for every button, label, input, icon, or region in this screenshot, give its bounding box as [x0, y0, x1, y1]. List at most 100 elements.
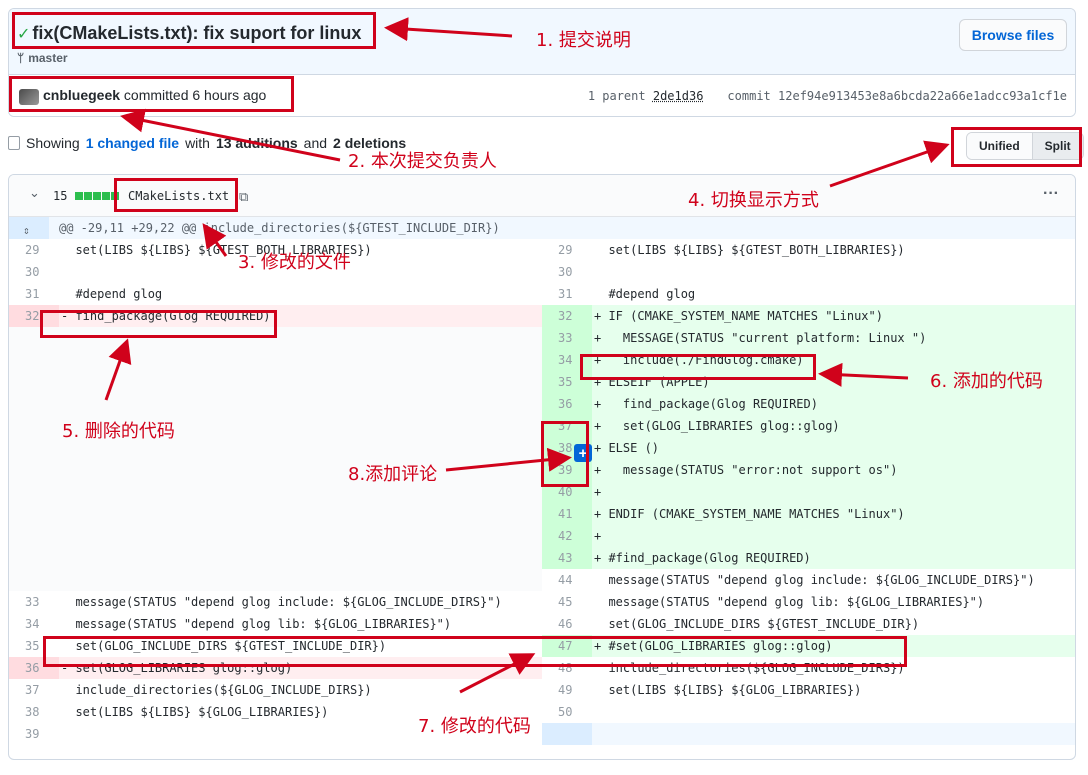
left-code-line	[59, 569, 542, 591]
copy-icon[interactable]: ⧉	[239, 189, 249, 204]
chevron-down-icon[interactable]: ⌄	[29, 185, 40, 200]
branch-name[interactable]: master	[28, 51, 68, 65]
unfold-icon[interactable]: ⇕	[23, 224, 30, 237]
right-code-line: #depend glog	[592, 283, 1075, 305]
diffstat-block	[75, 192, 83, 200]
left-code-line: set(GLOG_INCLUDE_DIRS ${GTEST_INCLUDE_DI…	[59, 635, 542, 657]
parent-sha-link[interactable]: 2de1d36	[652, 89, 704, 103]
diff-row: 41+ ENDIF (CMAKE_SYSTEM_NAME MATCHES "Li…	[9, 503, 1075, 525]
annotation-box-added	[580, 354, 816, 380]
left-line-number[interactable]	[9, 415, 59, 437]
commit-title-bar: ✓ fix(CMakeLists.txt): fix suport for li…	[9, 9, 1075, 75]
commit-sha: 12ef94e913453e8a6bcda22a66e1adcc93a1cf1e	[778, 89, 1067, 103]
committed-time: committed 6 hours ago	[123, 87, 267, 103]
right-line-number[interactable]: 43	[542, 547, 592, 569]
right-line-number[interactable]: 41	[542, 503, 592, 525]
right-code-line	[592, 723, 1075, 745]
right-line-number[interactable]	[542, 723, 592, 745]
annotation-6: 6. 添加的代码	[930, 371, 1043, 392]
author-link[interactable]: cnbluegeek	[43, 87, 121, 103]
commit-refs: 1 parent 2de1d36 commit 12ef94e913453e8a…	[588, 89, 1067, 103]
left-line-number[interactable]	[9, 349, 59, 371]
right-code-line: + ENDIF (CMAKE_SYSTEM_NAME MATCHES "Linu…	[592, 503, 1075, 525]
git-branch-icon: ᛘ	[17, 51, 25, 65]
right-code-line: +	[592, 481, 1075, 503]
right-line-number[interactable]: 30	[542, 261, 592, 283]
left-code-line: #depend glog	[59, 283, 542, 305]
left-line-number[interactable]	[9, 547, 59, 569]
right-line-number[interactable]: 47	[542, 635, 592, 657]
annotation-box-modified	[43, 636, 907, 667]
annotation-box-author	[9, 76, 294, 112]
left-line-number[interactable]: 31	[9, 283, 59, 305]
diff-row: 39	[9, 723, 1075, 745]
parent-ref: 1 parent 2de1d36	[588, 89, 704, 103]
diff-row: 43+ #find_package(Glog REQUIRED)	[9, 547, 1075, 569]
left-line-number[interactable]: 33	[9, 591, 59, 613]
split-view-button[interactable]: Split	[1031, 133, 1083, 159]
left-line-number[interactable]	[9, 371, 59, 393]
commit-title-text: fix(CMakeLists.txt): fix suport for linu…	[32, 23, 362, 43]
summary-additions: 13 additions	[215, 135, 298, 151]
left-line-number[interactable]: 36	[9, 657, 59, 679]
file-diff-icon	[8, 136, 20, 150]
diff-summary: Showing 1 changed file with 13 additions…	[8, 135, 406, 151]
diff-row: 34+ include(./FindGlog.cmake)	[9, 349, 1075, 371]
left-code-line	[59, 459, 542, 481]
hunk-header-text: @@ -29,11 +29,22 @@ include_directories(…	[59, 221, 500, 235]
left-line-number[interactable]	[9, 525, 59, 547]
branch-label[interactable]: ᛘ master	[17, 51, 68, 65]
diff-row: 40+	[9, 481, 1075, 503]
right-line-number[interactable]: 32	[542, 305, 592, 327]
changed-files-link[interactable]: 1 changed file	[85, 135, 180, 151]
left-line-number[interactable]	[9, 459, 59, 481]
right-line-number[interactable]: 50	[542, 701, 592, 723]
browse-files-button[interactable]: Browse files	[959, 19, 1067, 51]
left-line-number[interactable]	[9, 503, 59, 525]
left-line-number[interactable]	[9, 481, 59, 503]
right-code-line: + MESSAGE(STATUS "current platform: Linu…	[592, 327, 1075, 349]
annotation-4: 4. 切换显示方式	[688, 190, 819, 211]
left-line-number[interactable]: 37	[9, 679, 59, 701]
right-line-number[interactable]: 49	[542, 679, 592, 701]
left-code-line: message(STATUS "depend glog lib: ${GLOG_…	[59, 613, 542, 635]
left-line-number[interactable]: 29	[9, 239, 59, 261]
left-code-line	[59, 723, 542, 745]
left-line-number[interactable]	[9, 569, 59, 591]
right-line-number[interactable]: 35	[542, 371, 592, 393]
right-code-line	[592, 261, 1075, 283]
right-line-number[interactable]: 31	[542, 283, 592, 305]
right-line-number[interactable]: 44	[542, 569, 592, 591]
left-code-line: set(LIBS ${LIBS} ${GTEST_BOTH_LIBRARIES}…	[59, 239, 542, 261]
right-line-number[interactable]: 29	[542, 239, 592, 261]
left-code-line: set(LIBS ${LIBS} ${GLOG_LIBRARIES})	[59, 701, 542, 723]
left-line-number[interactable]	[9, 437, 59, 459]
right-line-number[interactable]: 45	[542, 591, 592, 613]
hunk-expander[interactable]: ⇕	[9, 217, 49, 239]
annotation-2: 2. 本次提交负责人	[348, 151, 497, 172]
left-line-number[interactable]: 30	[9, 261, 59, 283]
left-code-line	[59, 415, 542, 437]
annotation-3: 3. 修改的文件	[238, 252, 351, 273]
diff-row: 35+ ELSEIF (APPLE)	[9, 371, 1075, 393]
right-line-number[interactable]: 33	[542, 327, 592, 349]
left-line-number[interactable]: 34	[9, 613, 59, 635]
diff-row: 35 set(GLOG_INCLUDE_DIRS ${GTEST_INCLUDE…	[9, 635, 1075, 657]
kebab-menu-icon[interactable]: ···	[1043, 185, 1059, 202]
unified-view-button[interactable]: Unified	[967, 133, 1032, 159]
file-name-link[interactable]: CMakeLists.txt	[128, 189, 230, 203]
right-line-number[interactable]: 36	[542, 393, 592, 415]
right-line-number[interactable]: 46	[542, 613, 592, 635]
parent-label: 1 parent	[587, 89, 646, 103]
left-line-number[interactable]: 35	[9, 635, 59, 657]
right-line-number[interactable]: 34	[542, 349, 592, 371]
left-line-number[interactable]	[9, 327, 59, 349]
summary-showing: Showing	[26, 135, 80, 151]
avatar[interactable]	[19, 89, 39, 105]
left-line-number[interactable]: 38	[9, 701, 59, 723]
left-code-line	[59, 349, 542, 371]
right-line-number[interactable]: 42	[542, 525, 592, 547]
left-line-number[interactable]	[9, 393, 59, 415]
right-code-line: + set(GLOG_LIBRARIES glog::glog)	[592, 415, 1075, 437]
left-line-number[interactable]: 39	[9, 723, 59, 745]
